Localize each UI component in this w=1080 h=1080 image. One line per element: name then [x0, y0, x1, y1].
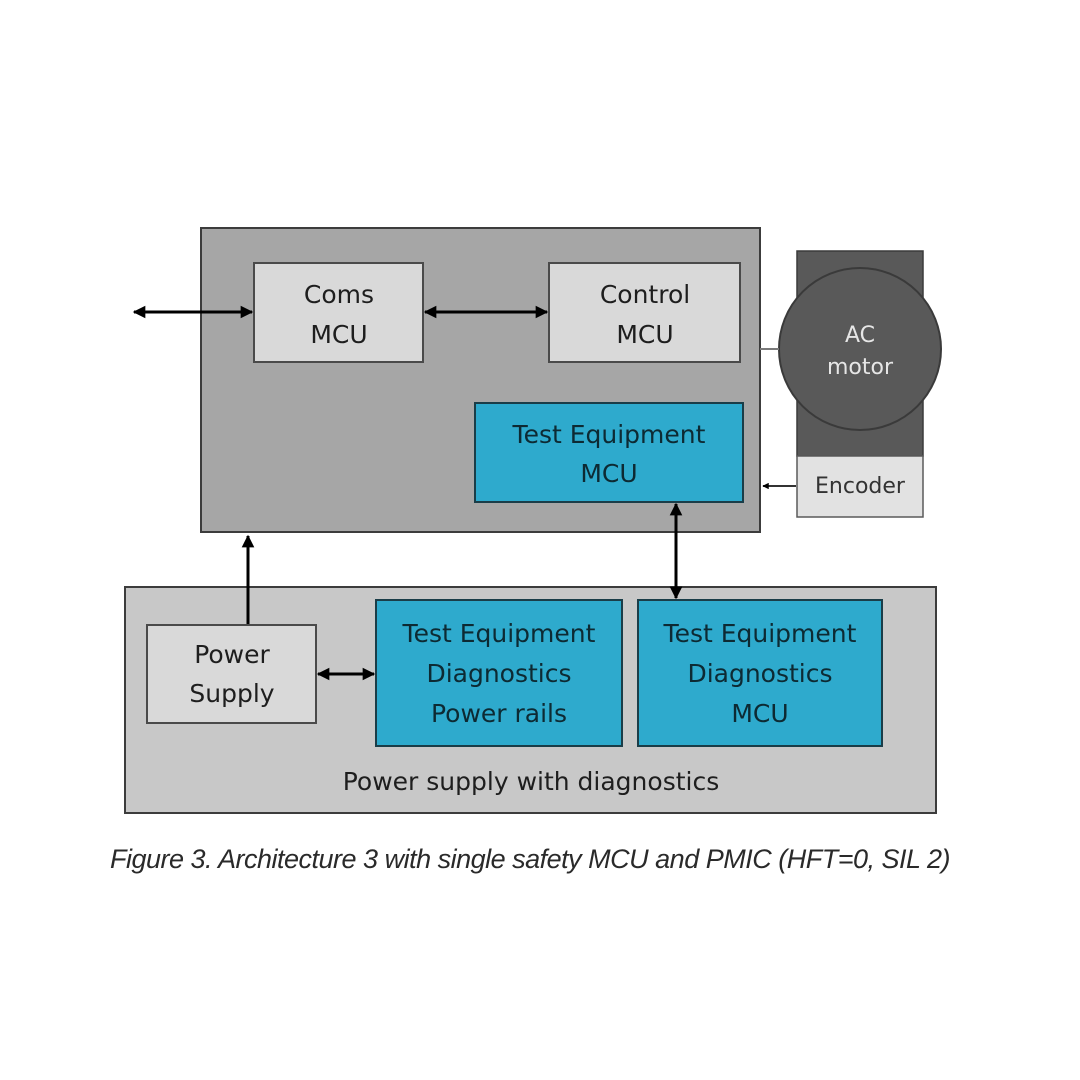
control-mcu-label-line1: Control [600, 280, 690, 309]
control-mcu-box [548, 262, 741, 363]
diag-power-rails-label-line1: Test Equipment [402, 619, 596, 648]
test-equipment-mcu-label-line1: Test Equipment [512, 420, 706, 449]
ac-motor-label-line1: AC [845, 323, 875, 348]
encoder-box [796, 455, 924, 518]
ac-motor [778, 267, 942, 431]
encoder-label: Encoder [815, 474, 906, 499]
test-equipment-mcu-label-line2: MCU [580, 459, 637, 488]
diag-mcu-label-line3: MCU [731, 699, 788, 728]
power-supply-label-line2: Supply [189, 679, 274, 708]
diag-mcu-label-line1: Test Equipment [663, 619, 857, 648]
diag-power-rails-label-line2: Diagnostics [426, 659, 571, 688]
coms-mcu-label-line1: Coms [304, 280, 374, 309]
power-supply-box [146, 624, 317, 724]
coms-mcu-label-line2: MCU [310, 320, 367, 349]
figure-caption: Figure 3. Architecture 3 with single saf… [110, 844, 950, 874]
ac-motor-label-line2: motor [827, 355, 894, 380]
diag-power-rails-box [375, 599, 623, 747]
diag-power-rails-label-line3: Power rails [431, 699, 567, 728]
coms-mcu-box [253, 262, 424, 363]
power-supply-label-line1: Power [194, 640, 270, 669]
diag-mcu-label-line2: Diagnostics [687, 659, 832, 688]
test-equipment-mcu-box [474, 402, 744, 503]
power-block-label: Power supply with diagnostics [343, 767, 720, 796]
diag-mcu-box [637, 599, 883, 747]
control-mcu-label-line2: MCU [616, 320, 673, 349]
